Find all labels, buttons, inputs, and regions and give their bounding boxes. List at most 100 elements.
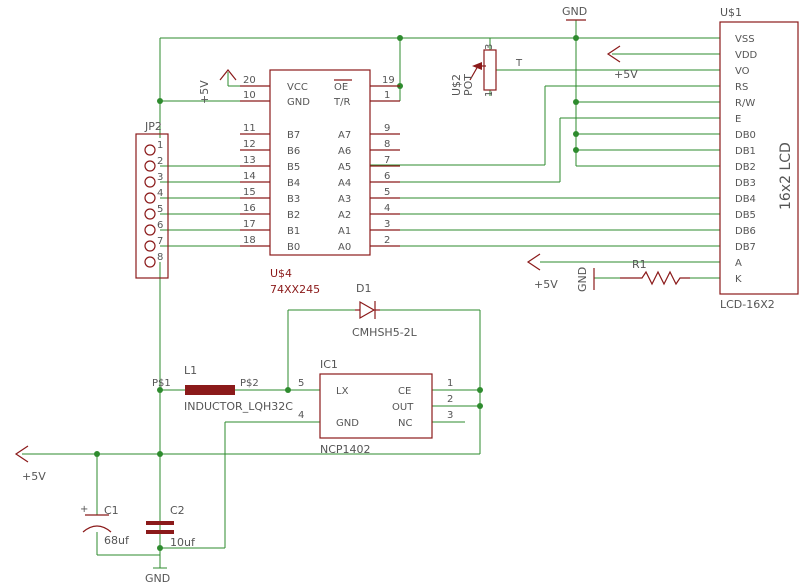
pin-number: 4 [384, 203, 390, 214]
pin-number: 5 [298, 378, 304, 389]
c1-polarity: + [80, 504, 88, 515]
power-symbols: GND +5V +5V +5V GND +5V GND [14, 5, 638, 585]
gnd-label-top: GND [562, 5, 587, 18]
pin-name: A0 [338, 242, 351, 253]
pin-number: 4 [298, 410, 304, 421]
pin-number: 6 [384, 171, 390, 182]
regulator-ref: IC1 [320, 358, 338, 371]
pin-number: 17 [243, 219, 256, 230]
inductor-value: INDUCTOR_LQH32C [184, 400, 293, 413]
lcd-pin: DB0 [735, 130, 756, 141]
pot-wiper: T [515, 58, 523, 69]
header-pin: 2 [157, 156, 163, 167]
lcd-value: LCD-16X2 [720, 298, 775, 311]
pin-number: 8 [384, 139, 390, 150]
pin-name: VCC [287, 82, 308, 93]
pin-number: 5 [384, 187, 390, 198]
lcd-pin: DB7 [735, 242, 756, 253]
pin-number: 3 [447, 410, 453, 421]
pin-name: T/R [333, 97, 350, 108]
diode-value: CMHSH5-2L [352, 326, 418, 339]
lcd-module: U$1 LCD-16X2 16x2 LCD VSS VDD VO RS R/W … [719, 6, 799, 311]
lcd-pin: DB2 [735, 162, 756, 173]
c2-value: 10uf [170, 536, 196, 549]
capacitor-c1: + C1 68uf [80, 504, 130, 547]
lcd-pin: DB3 [735, 178, 756, 189]
junctions [94, 35, 579, 551]
lcd-pin: VDD [735, 50, 758, 61]
pin-number: 3 [384, 219, 390, 230]
pin-name: A5 [338, 162, 351, 173]
gnd-label-backlight: GND [576, 267, 589, 292]
pin-number: 14 [243, 171, 256, 182]
pin-name: LX [336, 386, 349, 397]
buffer-ic: U$4 74XX245 20 10 11 12 13 14 15 16 17 1… [240, 69, 400, 296]
header-pin: 6 [157, 220, 163, 231]
pin-name: B0 [287, 242, 300, 253]
pin-number: 12 [243, 139, 256, 150]
capacitor-c2: C2 10uf [146, 504, 196, 549]
diode-d1: D1 CMHSH5-2L [352, 282, 418, 339]
pin-name: OE [334, 82, 348, 93]
pin-name: B5 [287, 162, 300, 173]
pin-name: B6 [287, 146, 300, 157]
regulator-ic1: IC1 NCP1402 5 4 LX GND CE OUT NC 1 2 3 [298, 358, 453, 456]
pin-name: B4 [287, 178, 300, 189]
pin-name: B7 [287, 130, 300, 141]
c1-ref: C1 [104, 504, 119, 517]
inductor-pad1: P$1 [152, 378, 171, 389]
r1-ref: R1 [632, 258, 647, 271]
pin-name: A1 [338, 226, 351, 237]
pin-number: 13 [243, 155, 256, 166]
inductor-l1: L1 INDUCTOR_LQH32C P$1 P$2 [152, 364, 293, 413]
pot-ref: U$2 [450, 74, 463, 96]
pin-name: GND [287, 97, 310, 108]
inductor-ref: L1 [184, 364, 197, 377]
pot-pin1: 1 [484, 91, 495, 97]
lcd-pin: RS [735, 82, 748, 93]
pin-name: OUT [392, 402, 414, 413]
pin-name: NC [398, 418, 412, 429]
c2-ref: C2 [170, 504, 185, 517]
buffer-ref: U$4 [270, 267, 292, 280]
pin-name: A2 [338, 210, 351, 221]
pin-number: 1 [447, 378, 453, 389]
header-pin: 5 [157, 204, 163, 215]
pin-name: B2 [287, 210, 300, 221]
pin-number: 2 [447, 394, 453, 405]
lcd-pin: DB1 [735, 146, 756, 157]
vcc-label-buffer: +5V [198, 80, 211, 104]
pot-value: POT [462, 74, 475, 96]
lcd-pin: DB4 [735, 194, 756, 205]
lcd-pin: VO [735, 66, 750, 77]
pin-number: 19 [382, 75, 395, 86]
header-pin: 7 [157, 236, 163, 247]
pin-name: B1 [287, 226, 300, 237]
pin-number: 2 [384, 235, 390, 246]
lcd-pin: DB5 [735, 210, 756, 221]
inductor-pad2: P$2 [240, 378, 259, 389]
potentiometer: U$2 POT 3 1 T [450, 44, 523, 97]
lcd-pin: R/W [735, 98, 755, 109]
c1-value: 68uf [104, 534, 130, 547]
lcd-ref: U$1 [720, 6, 742, 19]
header-jp2: JP2 1 2 3 4 5 6 7 8 [135, 120, 169, 279]
pin-number: 15 [243, 187, 256, 198]
pin-name: A6 [338, 146, 351, 157]
header-pin: 3 [157, 172, 163, 183]
pin-name: A4 [338, 178, 351, 189]
header-pin: 8 [157, 252, 163, 263]
lcd-body-label: 16x2 LCD [778, 142, 794, 210]
vcc-label-backlight: +5V [534, 278, 558, 291]
lcd-pin: E [735, 114, 741, 125]
lcd-pin: K [735, 274, 742, 285]
pot-pin3: 3 [484, 44, 495, 50]
pin-number: 9 [384, 123, 390, 134]
lcd-pin: DB6 [735, 226, 756, 237]
vcc-label-output: +5V [22, 470, 46, 483]
lcd-pin-labels: VSS VDD VO RS R/W E DB0 DB1 DB2 DB3 DB4 … [735, 34, 758, 285]
pin-number: 16 [243, 203, 256, 214]
gnd-label-bottom: GND [145, 572, 170, 585]
header-pin: 1 [157, 140, 163, 151]
